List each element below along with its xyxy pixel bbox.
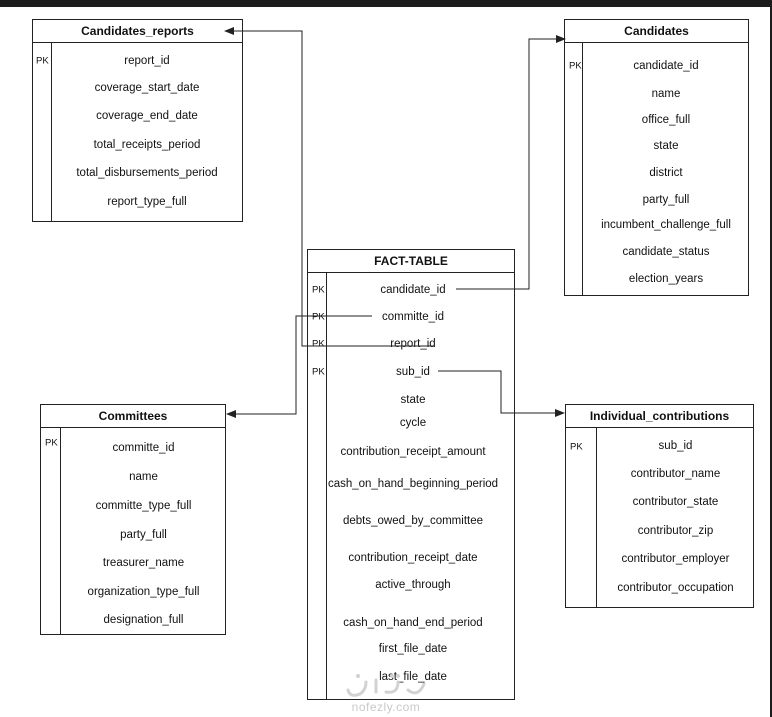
entity-candidates-reports[interactable]: Candidates_reports PK report_id coverage… bbox=[32, 19, 243, 222]
field-contributor-state: contributor_state bbox=[632, 496, 719, 508]
key-column-divider bbox=[596, 427, 597, 607]
pk-label: PK bbox=[36, 55, 49, 67]
field-debts-owed-by-committee: debts_owed_by_committee bbox=[343, 515, 483, 527]
field-sub-id: sub_id bbox=[396, 366, 430, 378]
field-report-id: report_id bbox=[124, 55, 170, 67]
field-committe-id: committe_id bbox=[382, 311, 444, 323]
field-coverage-end-date: coverage_end_date bbox=[96, 110, 198, 122]
entity-fact-table[interactable]: FACT-TABLE PK PK PK PK candidate_id comm… bbox=[307, 249, 515, 700]
field-cycle: cycle bbox=[399, 417, 427, 429]
field-total-receipts-period: total_receipts_period bbox=[93, 139, 201, 151]
key-column-divider bbox=[582, 42, 583, 295]
entity-title: Individual_contributions bbox=[566, 405, 753, 428]
window-top-border bbox=[0, 0, 772, 7]
field-active-through: active_through bbox=[375, 579, 451, 591]
pk-label: PK bbox=[569, 60, 582, 72]
field-contributor-employer: contributor_employer bbox=[621, 553, 730, 565]
field-incumbent-challenge-full: incumbent_challenge_full bbox=[601, 219, 731, 231]
pk-label: PK bbox=[312, 338, 325, 350]
entity-committees[interactable]: Committees PK committe_id name committe_… bbox=[40, 404, 226, 635]
field-sub-id: sub_id bbox=[658, 440, 693, 452]
connector-committe-id-to-committees bbox=[226, 315, 372, 418]
field-committe-id: committe_id bbox=[112, 442, 175, 454]
field-office-full: office_full bbox=[641, 114, 691, 126]
entity-title: FACT-TABLE bbox=[308, 250, 514, 273]
field-name: name bbox=[129, 471, 158, 483]
entity-title: Candidates bbox=[565, 20, 748, 43]
pk-label: PK bbox=[312, 311, 325, 323]
field-contributor-zip: contributor_zip bbox=[637, 525, 714, 537]
entity-individual-contributions[interactable]: Individual_contributions PK sub_id contr… bbox=[565, 404, 754, 608]
field-contribution-receipt-amount: contribution_receipt_amount bbox=[340, 446, 486, 458]
field-cash-on-hand-beginning-period: cash_on_hand_beginning_period bbox=[327, 478, 499, 490]
field-candidate-id: candidate_id bbox=[633, 60, 699, 72]
field-total-disbursements-period: total_disbursements_period bbox=[76, 167, 218, 179]
field-name: name bbox=[651, 88, 681, 100]
field-organization-type-full: organization_type_full bbox=[87, 586, 200, 598]
connector-sub-id-to-individual-contributions bbox=[438, 370, 565, 417]
field-state: state bbox=[653, 140, 679, 152]
field-first-file-date: first_file_date bbox=[378, 643, 448, 655]
key-column-divider bbox=[326, 272, 327, 699]
entity-title: Candidates_reports bbox=[33, 20, 242, 43]
field-coverage-start-date: coverage_start_date bbox=[94, 82, 200, 94]
entity-candidates[interactable]: Candidates PK candidate_id name office_f… bbox=[564, 19, 749, 296]
key-column-divider bbox=[51, 42, 52, 221]
key-column-divider bbox=[60, 427, 61, 634]
field-report-type-full: report_type_full bbox=[107, 196, 187, 208]
field-candidate-id: candidate_id bbox=[380, 284, 446, 296]
field-state: state bbox=[400, 394, 426, 406]
field-committe-type-full: committe_type_full bbox=[95, 500, 192, 512]
field-election-years: election_years bbox=[628, 273, 704, 285]
field-contributor-name: contributor_name bbox=[630, 468, 721, 480]
pk-label: PK bbox=[312, 366, 325, 378]
field-treasurer-name: treasurer_name bbox=[102, 557, 185, 569]
field-report-id: report_id bbox=[390, 338, 436, 350]
pk-label: PK bbox=[45, 437, 58, 449]
connector-report-id-to-candidates-reports bbox=[224, 27, 434, 347]
field-district: district bbox=[649, 167, 683, 179]
window-right-border bbox=[770, 0, 772, 717]
field-designation-full: designation_full bbox=[103, 614, 184, 626]
pk-label: PK bbox=[312, 284, 325, 296]
field-cash-on-hand-end-period: cash_on_hand_end_period bbox=[343, 617, 483, 629]
pk-label: PK bbox=[570, 441, 583, 453]
field-party-full: party_full bbox=[120, 529, 167, 541]
connector-candidate-id-to-candidates bbox=[456, 35, 566, 290]
field-contributor-occupation: contributor_occupation bbox=[617, 582, 734, 594]
entity-title: Committees bbox=[41, 405, 225, 428]
field-party-full: party_full bbox=[642, 194, 690, 206]
field-candidate-status: candidate_status bbox=[622, 246, 710, 258]
field-contribution-receipt-date: contribution_receipt_date bbox=[348, 552, 478, 564]
